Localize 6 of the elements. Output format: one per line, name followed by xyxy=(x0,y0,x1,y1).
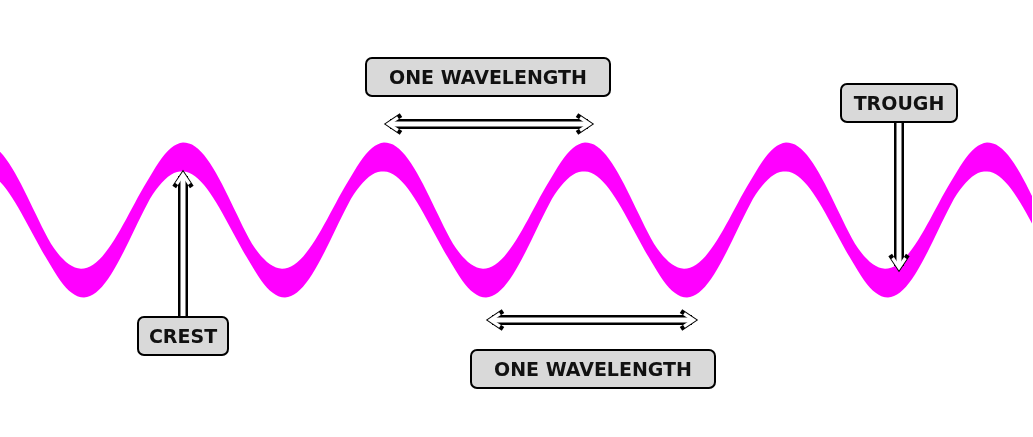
label-box: TROUGH xyxy=(840,83,958,123)
arrow xyxy=(888,123,910,271)
label-box: ONE WAVELENGTH xyxy=(470,349,716,389)
label-box: ONE WAVELENGTH xyxy=(365,57,611,97)
label-box: CREST xyxy=(137,316,229,356)
arrow xyxy=(172,171,194,316)
